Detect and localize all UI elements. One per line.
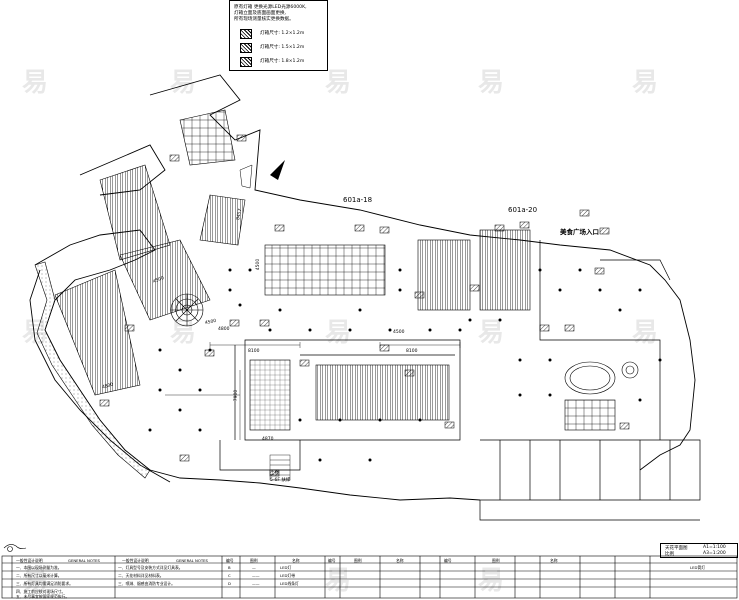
dimension-label: 4870 [262,437,274,442]
dimension-label: 7900 [234,389,240,402]
notes-heading: 一般性设计说明 [122,558,149,563]
scale-a: A1=1:100 [703,545,726,550]
signage-boxes [99,134,630,477]
legend-name: LED灯 [280,565,292,570]
hatch-swatch-icon [240,57,252,67]
lightbox-notes-panel: 原有灯箱 更换光源LED光源6000K, 灯箱立面及底面画面更换, 所有现场测量… [229,0,328,71]
legend-head: 名称 [396,558,404,563]
note-item: 一、灯具型号及安装方式详见灯具表。 [118,565,183,570]
interior-walls [219,240,701,521]
legend-head: 图例 [250,558,258,563]
designer-logo [3,544,27,552]
watermark: 易 [478,318,505,348]
oval-ceiling-feature [564,361,639,395]
scale-box: 天花平面图 A1=1:100 比例 A3=1:200 [660,543,738,558]
note-item: 五、未尽事宜按国家规范执行。 [16,594,70,599]
hatched-ceiling-zones [54,109,531,421]
round-ceiling-feature [170,293,204,327]
notes-heading: 一般性设计说明 [16,558,43,563]
hatch-swatch-icon [240,29,252,39]
escalator [269,454,291,481]
note-line: 原有灯箱 更换光源LED光源6000K, [234,5,307,10]
watermark: 易 [170,68,197,98]
north-arrow-icon [239,160,285,189]
note-item: 三、喷淋、烟感由消防专业设计。 [118,581,175,586]
legend-label: 灯箱尺寸: 1.8×1.2m [260,59,305,64]
legend-head: 名称 [292,558,300,563]
legend-symbol: —— [252,573,260,578]
note-item: 二、天花材料详见材料表。 [118,573,164,578]
note-item: 四、施工前应核对现场尺寸。 [16,589,66,594]
watermark: 易 [325,318,352,348]
legend-label: 灯箱尺寸: 1.2×1.2m [260,31,305,36]
legend-head: 编号 [226,558,234,563]
legend-code: B [228,565,231,570]
legend-code: D [228,581,231,586]
hatch-swatch-icon [240,43,252,53]
legend-head: 图例 [354,558,362,563]
watermark: 易 [22,566,49,596]
escalator-label: 上楼 [270,471,279,476]
legend-name: LED筒灯 [690,565,706,570]
watermark: 易 [22,318,49,348]
exterior-wall [34,261,151,479]
legend-code: C [228,573,231,578]
zone-label: 601a-20 [508,206,538,214]
note-line: 所有现场测量核实更换数据。 [234,17,294,22]
zone-label: 601a-18 [343,196,373,204]
title-block: 一般性设计说明 GENERAL NOTES 一般性设计说明 GENERAL NO… [0,556,739,600]
notes-heading-en: GENERAL NOTES [68,558,100,563]
legend-head: 名称 [550,558,558,563]
dimension-label: 4500 [256,258,262,271]
legend-head: 编号 [328,558,336,563]
light-fixtures [148,268,662,462]
legend-head: 图例 [492,558,500,563]
dimension-label: 8100 [406,349,418,354]
watermark: 易 [325,68,352,98]
dimension-label: 4800 [218,327,230,332]
note-item: 三、所有灯具均需满足消防要求。 [16,581,73,586]
note-item: 二、所有尺寸以毫米计算。 [16,573,62,578]
watermark: 易 [632,318,659,348]
notes-heading-en: GENERAL NOTES [176,558,208,563]
legend-symbol: — [252,565,256,570]
legend-name: LED灯带 [280,573,296,578]
escalator-label: 5-6F 扶梯 [270,478,291,483]
entrance-label: 美食广场入口 [560,228,599,236]
scale-b: A3=1:200 [703,551,726,556]
title-block-frame [1,555,738,599]
grid-ceiling-panels [249,244,616,431]
watermark: 易 [478,68,505,98]
watermark: 易 [478,566,505,596]
legend-name: LED线条灯 [280,581,299,586]
sheet-title: 天花平面图 [665,546,688,551]
watermark: 易 [22,68,49,98]
legend-head: 编号 [444,558,452,563]
ratio-label: 比例 [665,552,674,557]
note-item: 一、本图以现场测量为准。 [16,565,62,570]
dimension-label: 4500 [393,330,405,335]
watermark: 易 [325,566,352,596]
note-line: 灯箱立面及底面画面更换, [234,11,286,16]
dimension-lines [165,342,461,440]
watermark: 易 [632,68,659,98]
watermark: 易 [170,318,197,348]
legend-symbol: —— [252,581,260,586]
legend-label: 灯箱尺寸: 1.5×1.2m [260,45,305,50]
dimension-label: 8100 [248,349,260,354]
